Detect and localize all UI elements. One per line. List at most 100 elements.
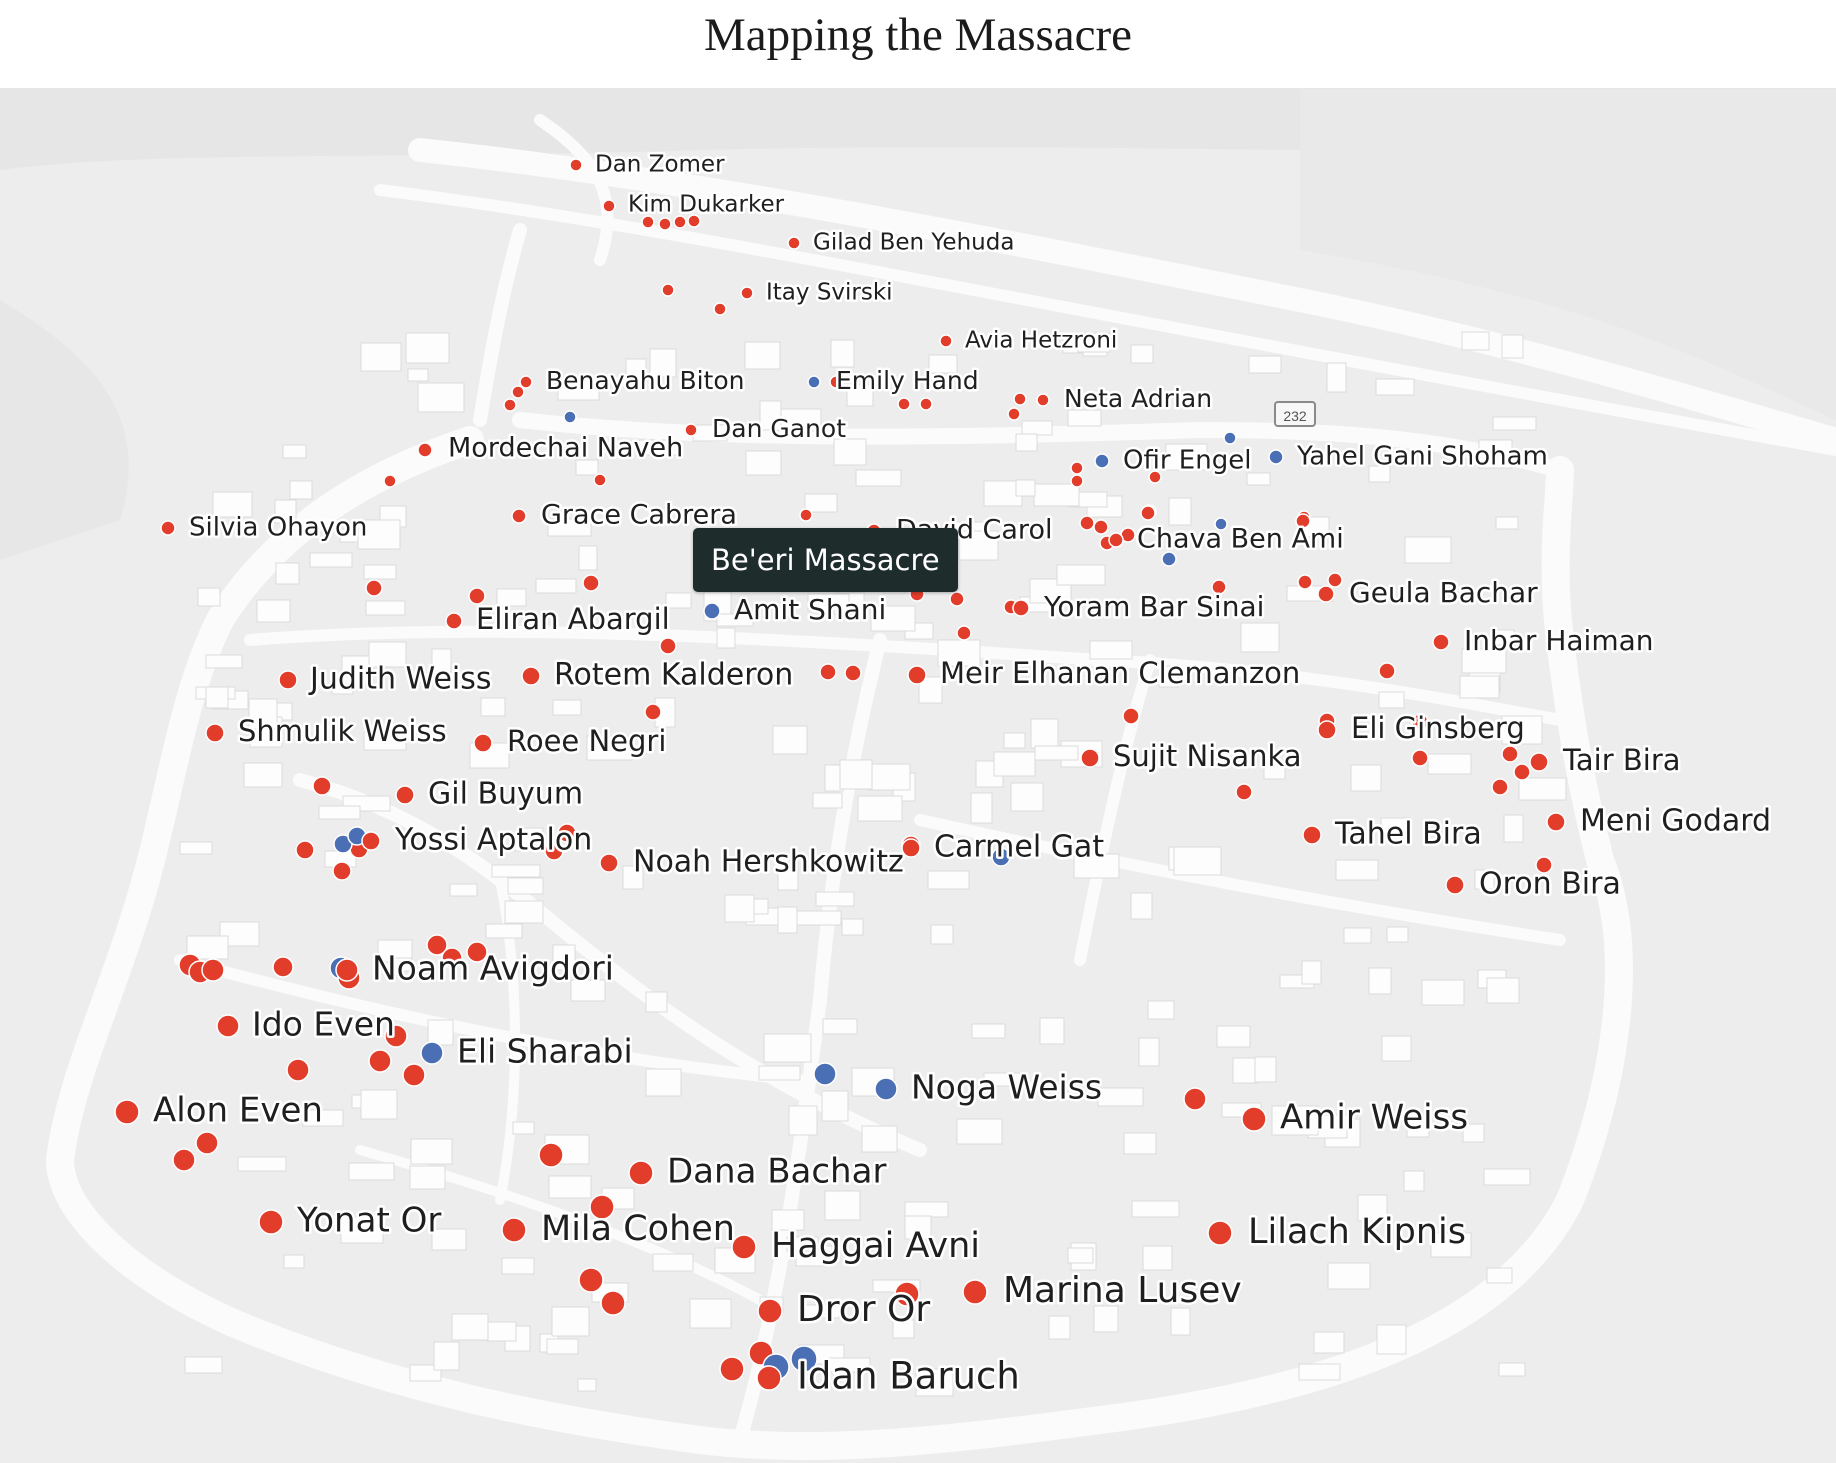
location-pin[interactable]: [600, 1290, 626, 1316]
location-pin[interactable]: [511, 385, 525, 399]
map-label[interactable]: Dana Bachar: [665, 1149, 889, 1194]
map-label[interactable]: Ido Even: [250, 1002, 398, 1046]
map-label[interactable]: Gilad Ben Yehuda: [811, 227, 1017, 258]
location-pin[interactable]: [661, 283, 675, 297]
location-pin[interactable]: [511, 508, 527, 524]
location-pin[interactable]: [569, 158, 583, 172]
location-pin[interactable]: [395, 785, 415, 805]
location-pin-blue[interactable]: [420, 1041, 444, 1065]
location-pin[interactable]: [384, 1024, 408, 1048]
location-pin[interactable]: [1140, 505, 1156, 521]
location-pin[interactable]: [740, 286, 754, 300]
map-label[interactable]: Meir Elhanan Clemanzon: [938, 654, 1303, 693]
location-pin[interactable]: [1070, 461, 1084, 475]
location-pin[interactable]: [949, 591, 965, 607]
map-label[interactable]: Sujit Nisanka: [1111, 737, 1305, 776]
map-label[interactable]: Oron Bira: [1477, 864, 1624, 904]
location-pin[interactable]: [521, 666, 541, 686]
location-pin[interactable]: [473, 733, 493, 753]
location-pin[interactable]: [962, 1279, 988, 1305]
map-label[interactable]: Dror Or: [795, 1287, 933, 1333]
map-label[interactable]: Itay Svirski: [764, 277, 896, 308]
location-pin[interactable]: [1513, 763, 1531, 781]
location-pin-blue[interactable]: [1214, 517, 1228, 531]
location-pin[interactable]: [258, 1209, 284, 1235]
map-label[interactable]: Mordechai Naveh: [446, 430, 686, 466]
location-pin[interactable]: [426, 934, 448, 956]
location-pin[interactable]: [501, 1217, 527, 1243]
location-pin[interactable]: [787, 236, 801, 250]
location-pin[interactable]: [719, 1356, 745, 1382]
map-label[interactable]: Emily Hand: [834, 364, 982, 398]
location-pin[interactable]: [1491, 778, 1509, 796]
location-pin[interactable]: [1183, 1087, 1207, 1111]
location-pin[interactable]: [919, 397, 933, 411]
map-label[interactable]: Yossi Aptalon: [392, 820, 595, 860]
location-pin[interactable]: [544, 841, 564, 861]
location-pin[interactable]: [278, 670, 298, 690]
location-pin[interactable]: [819, 663, 837, 681]
map-label[interactable]: Meni Godard: [1578, 801, 1774, 841]
map-label[interactable]: Eli Sharabi: [455, 1029, 636, 1073]
location-pin[interactable]: [578, 1267, 604, 1293]
map-label[interactable]: Haggai Avni: [769, 1224, 983, 1269]
map-label[interactable]: Noga Weiss: [909, 1065, 1105, 1109]
location-pin[interactable]: [361, 831, 381, 851]
location-pin-blue[interactable]: [1268, 449, 1284, 465]
location-pin[interactable]: [799, 508, 813, 522]
location-pin[interactable]: [673, 215, 687, 229]
location-pin[interactable]: [1093, 519, 1109, 535]
location-pin[interactable]: [756, 1365, 782, 1391]
location-pin[interactable]: [114, 1099, 140, 1125]
location-pin[interactable]: [417, 442, 433, 458]
location-pin[interactable]: [757, 1298, 783, 1324]
location-pin[interactable]: [272, 956, 294, 978]
map-label[interactable]: Idan Baruch: [795, 1352, 1023, 1400]
map-label[interactable]: Mila Cohen: [539, 1207, 738, 1252]
map-label[interactable]: Yoram Bar Sinai: [1041, 588, 1267, 626]
location-pin[interactable]: [445, 612, 463, 630]
location-pin[interactable]: [1079, 515, 1095, 531]
location-pin[interactable]: [589, 1194, 615, 1220]
map-label[interactable]: Inbar Haiman: [1462, 622, 1657, 660]
location-pin[interactable]: [402, 1063, 426, 1087]
location-pin[interactable]: [894, 1281, 920, 1307]
location-pin[interactable]: [599, 853, 619, 873]
location-pin-blue[interactable]: [991, 847, 1011, 867]
location-pin[interactable]: [172, 1148, 196, 1172]
location-pin[interactable]: [1501, 745, 1519, 763]
location-pin[interactable]: [829, 375, 843, 389]
location-pin[interactable]: [593, 473, 607, 487]
location-pin[interactable]: [1378, 662, 1396, 680]
location-pin[interactable]: [216, 1014, 240, 1038]
map-label[interactable]: Marina Lusev: [1001, 1268, 1245, 1314]
location-pin[interactable]: [1411, 749, 1429, 767]
location-pin[interactable]: [1302, 825, 1322, 845]
location-pin[interactable]: [1546, 812, 1566, 832]
location-pin[interactable]: [1297, 574, 1313, 590]
location-pin[interactable]: [365, 579, 383, 597]
location-pin[interactable]: [538, 1142, 564, 1168]
map-label[interactable]: Lilach Kipnis: [1246, 1210, 1469, 1255]
location-pin[interactable]: [1317, 585, 1335, 603]
map-label[interactable]: Alon Even: [151, 1088, 326, 1133]
location-pin[interactable]: [1080, 748, 1100, 768]
location-pin[interactable]: [1411, 713, 1429, 731]
location-pin-blue[interactable]: [1161, 551, 1177, 567]
location-pin-blue[interactable]: [563, 410, 577, 424]
location-pin[interactable]: [1070, 474, 1084, 488]
location-pin[interactable]: [1432, 633, 1450, 651]
location-pin[interactable]: [519, 375, 533, 389]
location-pin[interactable]: [466, 941, 488, 963]
map-label[interactable]: Shmulik Weiss: [236, 712, 450, 751]
location-pin-blue[interactable]: [813, 1062, 837, 1086]
location-pin[interactable]: [659, 637, 677, 655]
location-pin[interactable]: [468, 587, 486, 605]
location-pin-blue[interactable]: [874, 1077, 898, 1101]
map-label[interactable]: Neta Adrian: [1062, 382, 1215, 416]
map-label[interactable]: Yonat Or: [294, 1198, 444, 1243]
map-label[interactable]: Amir Weiss: [1278, 1095, 1471, 1140]
location-pin[interactable]: [1007, 407, 1021, 421]
location-pin[interactable]: [205, 723, 225, 743]
